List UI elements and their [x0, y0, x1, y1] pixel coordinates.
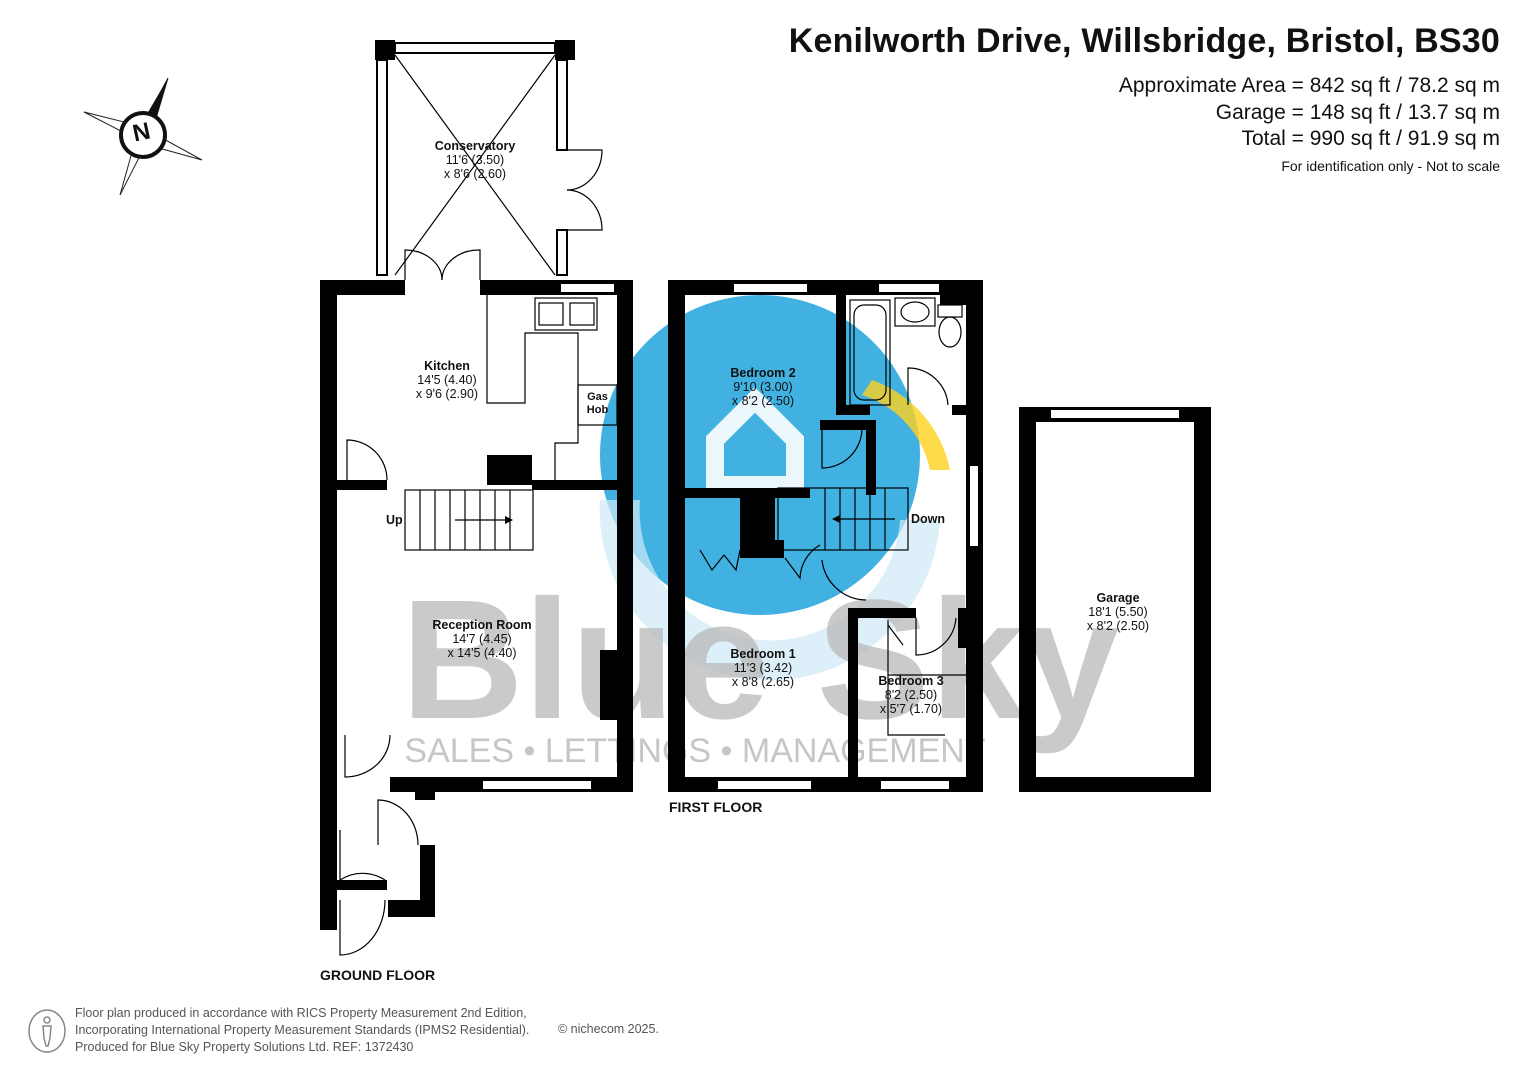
garage-walls [1019, 407, 1211, 792]
approximate-area: Approximate Area = 842 sq ft / 78.2 sq m [1118, 74, 1500, 97]
room-name: Bedroom 2 [730, 366, 796, 380]
watermark-tagline: SALES • LETTINGS • MANAGEMENT [404, 732, 985, 770]
room-name: Conservatory [434, 139, 516, 153]
stairs-down-label: Down [911, 512, 946, 526]
room-dimension: x 14'5 (4.40) [447, 646, 517, 660]
watermark-brand: Blue Sky [401, 565, 1119, 755]
room-dimension: 14'5 (4.40) [417, 373, 477, 387]
room-dimension: 14'7 (4.45) [452, 632, 512, 646]
room-reception: Reception Room 14'7 (4.45) x 14'5 (4.40) [432, 618, 531, 660]
room-dimension: 18'1 (5.50) [1088, 605, 1148, 619]
room-dimension: x 8'2 (2.50) [1086, 619, 1150, 633]
hob-label: Hob [586, 404, 609, 416]
footer-line: Produced for Blue Sky Property Solutions… [75, 1040, 414, 1054]
room-dimension: x 8'6 (2.60) [443, 167, 507, 181]
copyright: © nichecom 2025. [558, 1022, 659, 1036]
room-name: Bedroom 3 [878, 674, 944, 688]
property-title: Kenilworth Drive, Willsbridge, Bristol, … [788, 22, 1500, 60]
footer-text: Floor plan produced in accordance with R… [75, 1005, 529, 1056]
room-dimension: 11'6 (3.50) [445, 153, 505, 167]
gas-hob: Gas Hob [582, 391, 613, 417]
room-dimension: 9'10 (3.00) [733, 380, 793, 394]
garage-area: Garage = 148 sq ft / 13.7 sq m [1215, 101, 1500, 124]
hob-label: Gas [587, 391, 608, 403]
first-floor-walls [668, 280, 983, 792]
room-kitchen: Kitchen 14'5 (4.40) x 9'6 (2.90) [416, 359, 478, 401]
room-dimension: 8'2 (2.50) [884, 688, 938, 702]
identification-note: For identification only - Not to scale [1281, 158, 1500, 174]
ground-floor-walls [320, 40, 633, 930]
room-dimension: x 8'8 (2.65) [731, 675, 795, 689]
room-bedroom-2: Bedroom 2 9'10 (3.00) x 8'2 (2.50) [730, 366, 795, 408]
footer-line: Incorporating International Property Mea… [75, 1023, 530, 1037]
ground-floor-fixtures [339, 54, 618, 956]
ground-floor-label: GROUND FLOOR [320, 967, 436, 983]
room-dimension: x 8'2 (2.50) [731, 394, 795, 408]
north-arrow-icon [83, 77, 203, 196]
room-conservatory: Conservatory 11'6 (3.50) x 8'6 (2.60) [435, 139, 516, 181]
room-name: Garage [1096, 591, 1140, 605]
room-bedroom-1: Bedroom 1 11'3 (3.42) x 8'8 (2.65) [730, 647, 795, 689]
room-bedroom-3: Bedroom 3 8'2 (2.50) x 5'7 (1.70) [878, 674, 943, 716]
room-garage: Garage 18'1 (5.50) x 8'2 (2.50) [1087, 591, 1149, 633]
room-dimension: x 5'7 (1.70) [879, 702, 943, 716]
first-floor-label: FIRST FLOOR [669, 799, 763, 815]
total-area: Total = 990 sq ft / 91.9 sq m [1241, 127, 1500, 150]
room-dimension: 11'3 (3.42) [733, 661, 793, 675]
room-dimension: x 9'6 (2.90) [415, 387, 479, 401]
room-name: Kitchen [424, 359, 470, 373]
footer-line: Floor plan produced in accordance with R… [75, 1006, 527, 1020]
person-icon [28, 1009, 66, 1053]
room-name: Bedroom 1 [730, 647, 796, 661]
stairs-up-label: Up [386, 513, 403, 527]
room-name: Reception Room [432, 618, 532, 632]
